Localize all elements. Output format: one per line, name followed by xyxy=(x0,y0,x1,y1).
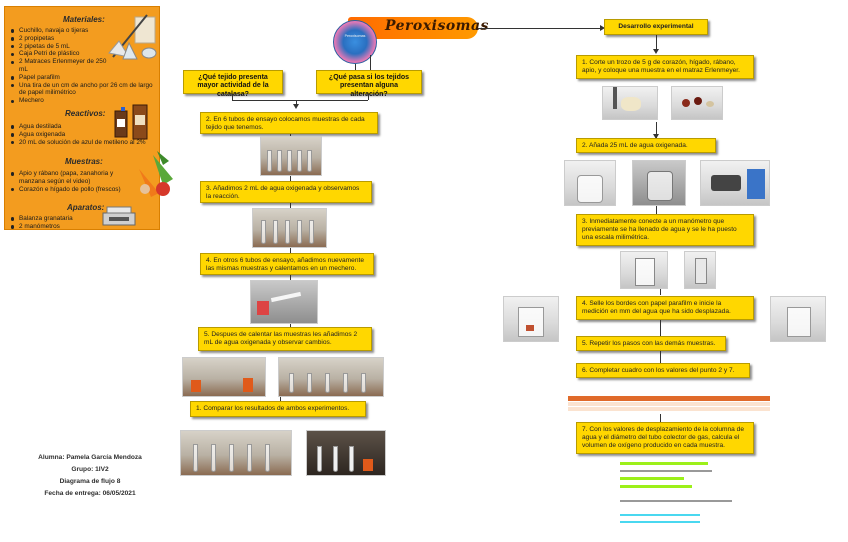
results-table xyxy=(568,396,770,414)
materials-panel: Materiales: Cuchillo, navaja o tijeras 2… xyxy=(4,6,173,231)
connector-line xyxy=(290,203,291,208)
materials-item: 2 propipetas xyxy=(11,35,107,43)
left-step-4: 4. En otros 6 tubos de ensayo, añadimos … xyxy=(200,253,374,275)
connector-line xyxy=(478,28,602,29)
connector-line xyxy=(660,351,661,363)
connector-line xyxy=(290,248,291,253)
right-step-4: 4. Selle los bordes con papel parafilm e… xyxy=(576,296,754,320)
photo-heated-tubes-b xyxy=(278,357,384,397)
muestras-item: Apio y rábano (papa, zanahoria y manzana… xyxy=(11,170,139,186)
photo-heated-tubes-a xyxy=(182,357,266,397)
balance-image xyxy=(101,205,137,227)
arrow-head xyxy=(653,134,659,139)
muestras-heading: Muestras: xyxy=(65,157,103,166)
left-step-3: 3. Añadimos 2 mL de agua oxigenada y obs… xyxy=(200,181,372,203)
materials-list: Cuchillo, navaja o tijeras 2 propipetas … xyxy=(11,27,153,105)
reagent-bottles-image xyxy=(111,101,157,143)
materials-item: 2 Matraces Erlenmeyer de 250 mL xyxy=(11,58,107,74)
connector-line xyxy=(355,64,356,70)
vegetables-image xyxy=(133,149,177,201)
photo-tubes-samples xyxy=(260,136,322,176)
connector-line xyxy=(656,122,657,138)
cell-label: Peroxisomas xyxy=(344,34,366,38)
connector-line xyxy=(290,134,291,136)
photo-manometer-a xyxy=(620,251,668,289)
reactivos-list: Agua destilada Agua oxigenada 20 mL de s… xyxy=(11,123,161,146)
connector-line xyxy=(296,100,297,105)
title-banner xyxy=(348,17,478,39)
left-step-5: 5. Despues de calentar las muestras les … xyxy=(198,327,372,351)
muestras-list: Apio y rábano (papa, zanahoria y manzana… xyxy=(11,170,139,193)
right-step-5: 5. Repetir los pasos con las demás muest… xyxy=(576,336,726,351)
photo-flask-b xyxy=(632,160,686,206)
connector-line xyxy=(660,414,661,422)
question-box-alteracion: ¿Qué pasa si los tejidos presentan algun… xyxy=(316,70,422,98)
materials-heading: Materiales: xyxy=(63,15,105,24)
connector-line xyxy=(368,94,369,100)
reactivos-item: 20 mL de solución de azul de metileno al… xyxy=(11,139,161,147)
left-step-1-compare: 1. Comparar los resultados de ambos expe… xyxy=(190,401,366,417)
photo-compare-a xyxy=(180,430,292,476)
right-step-6: 6. Completar cuadro con los valores del … xyxy=(576,363,750,378)
delivery-date: Fecha de entrega: 06/05/2021 xyxy=(44,490,136,497)
photo-flask-c xyxy=(700,160,770,206)
arrow-head xyxy=(600,25,605,31)
materials-item: 2 pipetas de 5 mL xyxy=(11,43,107,51)
student-name: Alumna: Pamela García Mendoza xyxy=(38,454,142,461)
diagram-number: Diagrama de flujo 8 xyxy=(59,478,121,485)
student-group: Grupo: 1IV2 xyxy=(71,466,109,473)
photo-cutting-sample xyxy=(602,86,658,120)
connector-line xyxy=(280,397,281,401)
arrow-head xyxy=(653,49,659,54)
photo-sample-pieces xyxy=(671,86,723,120)
connector-line xyxy=(290,324,291,327)
photo-heating-burner xyxy=(250,280,318,324)
calculation-notes xyxy=(620,462,740,534)
connector-line xyxy=(232,100,368,101)
reactivos-item: Agua destilada xyxy=(11,123,161,131)
aparatos-item: 2 manómetros xyxy=(11,223,111,231)
materials-item: Papel parafilm xyxy=(11,74,153,82)
materials-item: Una tira de un cm de ancho por 26 cm de … xyxy=(11,82,153,98)
aparatos-item: Balanza granataria xyxy=(11,215,111,223)
connector-line xyxy=(656,35,657,51)
photo-tubes-peroxide xyxy=(252,208,327,248)
lab-tools-image xyxy=(105,13,157,63)
photo-sealed-flask-a xyxy=(503,296,559,342)
photo-sealed-flask-b xyxy=(770,296,826,342)
connector-line xyxy=(290,275,291,280)
arrow-head xyxy=(293,104,299,109)
reactivos-heading: Reactivos: xyxy=(65,109,106,118)
right-step-2: 2. Añada 25 mL de agua oxigenada. xyxy=(576,138,716,153)
right-step-1: 1. Corte un trozo de 5 g de corazón, híg… xyxy=(576,55,754,79)
photo-manometer-b xyxy=(684,251,716,289)
photo-flask-a xyxy=(564,160,616,206)
right-step-3: 3. Inmediatamente conecte a un manómetro… xyxy=(576,214,754,246)
connector-line xyxy=(660,289,661,295)
aparatos-list: Balanza granataria 2 manómetros xyxy=(11,215,111,231)
connector-line xyxy=(660,320,661,336)
reactivos-item: Agua oxigenada xyxy=(11,131,161,139)
connector-line xyxy=(656,206,657,214)
question-box-catalasa: ¿Qué tejido presenta mayor actividad de … xyxy=(183,70,283,98)
aparatos-heading: Aparatos: xyxy=(67,203,105,212)
materials-item: Caja Petri de plástico xyxy=(11,50,107,58)
student-info: Alumna: Pamela García Mendoza Grupo: 1IV… xyxy=(20,452,160,500)
muestras-item: Corazón e hígado de pollo (frescos) xyxy=(11,186,139,194)
connector-line xyxy=(370,55,371,70)
connector-line xyxy=(290,176,291,181)
right-header: Desarrollo experimental xyxy=(604,19,708,35)
right-step-7: 7. Con los valores de desplazamiento de … xyxy=(576,422,754,454)
connector-line xyxy=(232,94,233,100)
peroxisome-cell-icon xyxy=(333,20,377,64)
materials-item: Mechero xyxy=(11,97,107,105)
page-title: Peroxisomas xyxy=(385,18,489,34)
materials-item: Cuchillo, navaja o tijeras xyxy=(11,27,107,35)
photo-compare-b xyxy=(306,430,386,476)
left-step-2: 2. En 6 tubos de ensayo colocamos muestr… xyxy=(200,112,378,134)
